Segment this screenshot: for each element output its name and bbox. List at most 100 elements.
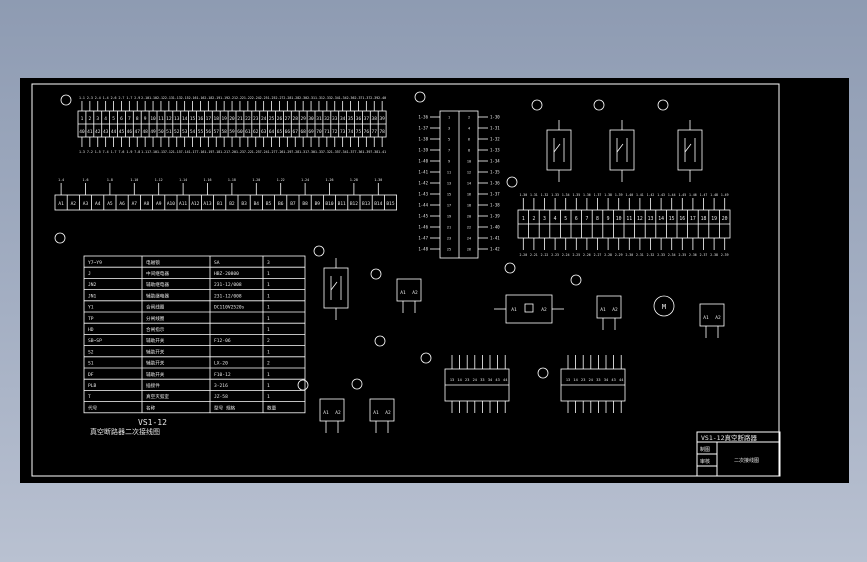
wire-tag: 1-24 — [301, 178, 309, 182]
contact-block-label: 33 — [480, 378, 484, 382]
terminal-top-row2-label: 73 — [340, 129, 346, 135]
terminal-top-row1-label: 38 — [372, 116, 378, 122]
wire-tag: 2-21 — [228, 96, 236, 100]
terminal-top-row1-label: 21 — [237, 116, 243, 122]
contact-block-label: 33 — [596, 378, 600, 382]
terminal-mid-label: A10 — [167, 201, 175, 207]
contact-block-label: 43 — [611, 378, 615, 382]
terminal-top-row1-label: 23 — [253, 116, 259, 122]
terminal-top-row2-label: 41 — [87, 129, 93, 135]
terminal-top-row2-label: 43 — [103, 129, 109, 135]
coil-terminal-label: A2 — [541, 307, 547, 313]
table-cell: S1 — [88, 361, 94, 367]
terminal-top-row1-label: 39 — [379, 116, 385, 122]
wire-tag: 1-10 — [130, 178, 138, 182]
terminal-top-row1-label: 1 — [81, 116, 84, 122]
title-block-row1: 制图 — [700, 446, 710, 453]
terminal-right-label: 10 — [616, 216, 622, 222]
terminal-mid-label: B8 — [302, 201, 308, 207]
table-cell: DF — [88, 372, 94, 378]
wire-tag: 7-18 — [212, 150, 220, 154]
wire-tag: 2-34 — [331, 96, 339, 100]
terminal-top-row2-label: 69 — [308, 129, 314, 135]
title-block-row2: 审核 — [700, 458, 710, 465]
relay-pin-label: 13 — [447, 182, 451, 186]
table-cell: SB~SP — [88, 338, 102, 344]
wire-tag: 1-45 — [678, 193, 686, 197]
wire-tag: 1-22 — [244, 96, 252, 100]
wire-tag: 2-12 — [157, 96, 165, 100]
wire-tag: 1-16 — [204, 178, 212, 182]
terminal-right-label: 3 — [543, 216, 546, 222]
ground-symbol — [504, 262, 516, 274]
inner-frame — [31, 83, 780, 477]
terminal-right-label: 18 — [701, 216, 707, 222]
table-cell: 分闸线圈 — [146, 315, 165, 322]
wire-tag: 2-31 — [636, 253, 644, 257]
terminal-mid-label: A8 — [144, 201, 150, 207]
table-cell: 1 — [267, 394, 270, 400]
contact-block-label: 23 — [581, 378, 585, 382]
switch-SP — [323, 267, 349, 309]
terminal-top-row2-label: 46 — [127, 129, 133, 135]
table-cell: LX-20 — [214, 361, 228, 367]
wire-tag: 1-26 — [326, 178, 334, 182]
motor-symbol — [653, 295, 675, 317]
wire-tag: 2-16 — [189, 96, 197, 100]
wire-tag: 2-7 — [118, 96, 124, 100]
terminal-mid-label: B6 — [278, 201, 284, 207]
wire-tag: 7-36 — [354, 150, 362, 154]
coil-terminal-label: A1 — [600, 307, 606, 313]
relay-left-label: 1-45 — [418, 214, 428, 219]
terminal-top-row1-label: 10 — [150, 116, 156, 122]
contact-block-label: 13 — [450, 378, 454, 382]
relay-pin-label: 4 — [468, 127, 470, 131]
contact-block-label: 13 — [566, 378, 570, 382]
terminal-top-row2-label: 67 — [293, 129, 299, 135]
relay-pin-label: 12 — [467, 171, 471, 175]
relay-pin-label: 6 — [468, 138, 470, 142]
drawing-model: VS1-12 — [138, 418, 167, 427]
table-cell: J — [88, 271, 91, 277]
wire-tag: 7-26 — [275, 150, 283, 154]
table-cell: S2 — [88, 349, 94, 355]
table-cell: 电磁锁 — [146, 259, 160, 266]
coil-terminal-label: A2 — [385, 410, 391, 416]
table-cell: 数量 — [267, 404, 277, 411]
terminal-top-row2-label: 77 — [372, 129, 378, 135]
terminal-top-row1-label: 24 — [261, 116, 267, 122]
wire-tag: 1-12 — [155, 178, 163, 182]
ground-symbol — [657, 99, 669, 111]
coil-KA — [396, 278, 422, 302]
wire-tag: 1-37 — [594, 193, 602, 197]
wire-tag: 2-23 — [551, 253, 559, 257]
terminal-top-row1-label: 5 — [112, 116, 115, 122]
wire-tag: 2-4 — [95, 96, 101, 100]
wire-tag: 2-21 — [530, 253, 538, 257]
terminal-mid-label: B3 — [241, 201, 247, 207]
terminal-top-row2-label: 40 — [79, 129, 85, 135]
terminal-top-row1-label: 33 — [332, 116, 338, 122]
terminal-mid-label: B4 — [254, 201, 260, 207]
table-cell: 辅助继电器 — [146, 292, 169, 299]
terminal-top-row1-label: 36 — [356, 116, 362, 122]
coil-terminal-label: A1 — [511, 307, 517, 313]
relay-pin-label: 16 — [467, 193, 471, 197]
wire-tag: 7-4 — [103, 150, 109, 154]
terminal-mid-label: B12 — [350, 201, 358, 207]
terminal-mid-label: A5 — [107, 201, 113, 207]
wire-tag: 1-34 — [562, 193, 570, 197]
wire-tag: 2-36 — [347, 96, 355, 100]
terminal-right-label: 1 — [522, 216, 525, 222]
terminal-top-row1-label: 29 — [300, 116, 306, 122]
terminal-top-row2-label: 75 — [356, 129, 362, 135]
table-cell: DC110V2520s — [214, 305, 245, 311]
wire-tag: 1-33 — [315, 150, 323, 154]
wire-tag: 1-49 — [721, 193, 729, 197]
relay-left-label: 1-38 — [418, 137, 428, 142]
wire-tag: 2-31 — [307, 96, 315, 100]
terminal-top-row2-label: 52 — [174, 129, 180, 135]
wire-tag: 1-46 — [689, 193, 697, 197]
relay-pin-label: 20 — [467, 215, 471, 219]
